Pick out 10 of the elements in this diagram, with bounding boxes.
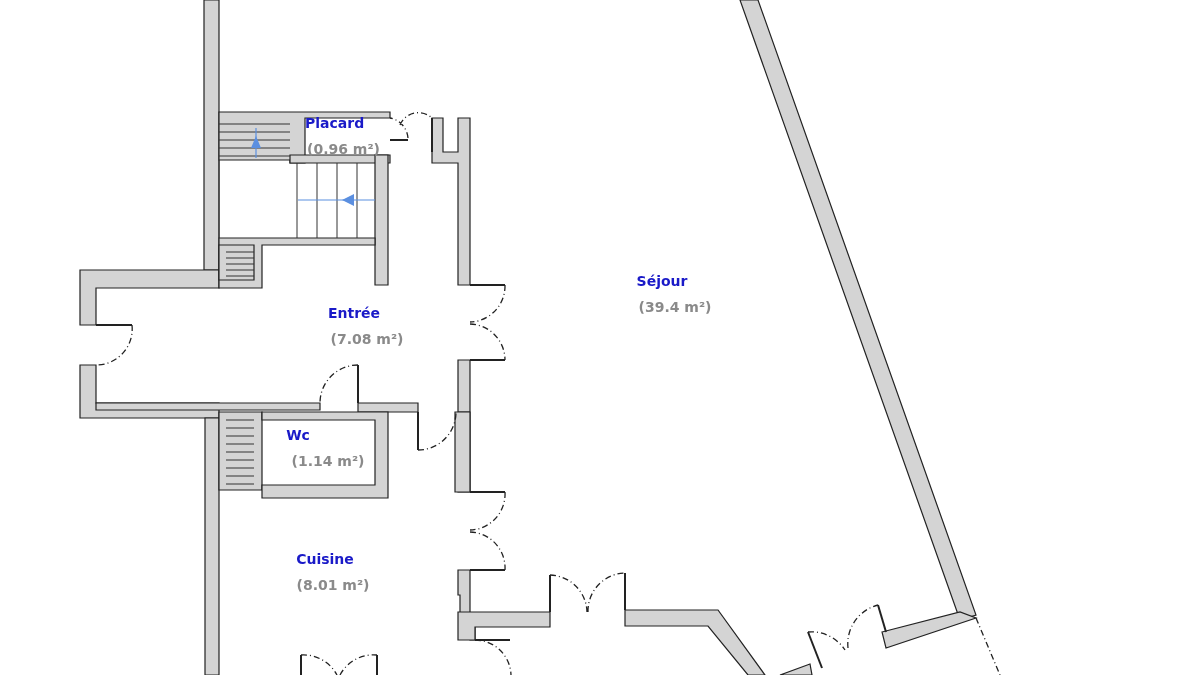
room-name-label: Wc [286, 426, 310, 444]
room-area-label: (7.08 m²) [330, 330, 404, 348]
room-area-label: (1.14 m²) [291, 452, 365, 470]
room-area-label: (0.96 m²) [307, 140, 380, 158]
room-name-label: Cuisine [296, 550, 354, 568]
room-name-label: Séjour [636, 272, 688, 290]
room-area-label: (8.01 m²) [296, 576, 370, 594]
room-name-label: Placard [305, 114, 365, 132]
room-name-label: Entrée [327, 304, 381, 322]
room-area-label: (39.4 m²) [638, 298, 712, 316]
